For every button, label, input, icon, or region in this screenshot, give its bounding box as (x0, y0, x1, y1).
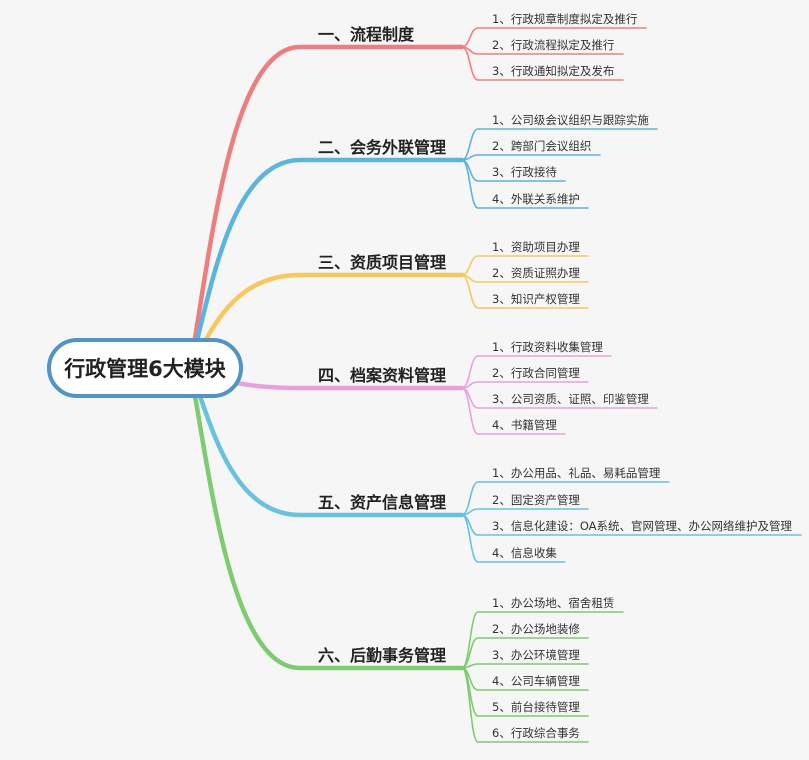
leaf-item[interactable]: 4、书籍管理 (492, 418, 557, 432)
leaf-item[interactable]: 2、资质证照办理 (492, 266, 580, 280)
leaf-item[interactable]: 4、公司车辆管理 (492, 674, 580, 688)
leaf-connector (461, 27, 647, 48)
leaf-item[interactable]: 2、行政流程拟定及推行 (492, 38, 615, 52)
leaf-item[interactable]: 1、公司级会议组织与跟踪实施 (492, 113, 649, 127)
leaf-item[interactable]: 1、行政资料收集管理 (492, 340, 603, 354)
leaf-item[interactable]: 2、固定资产管理 (492, 493, 580, 507)
leaf-item[interactable]: 6、行政综合事务 (492, 726, 580, 740)
leaf-connector (461, 159, 589, 209)
root-node[interactable]: 行政管理6大模块 (47, 338, 243, 398)
leaf-item[interactable]: 2、跨部门会议组织 (492, 139, 592, 153)
leaf-item[interactable]: 3、知识产权管理 (492, 292, 580, 306)
branch-connector (187, 365, 465, 671)
leaf-item[interactable]: 1、办公用品、礼品、易耗品管理 (492, 466, 661, 480)
branch-label[interactable]: 五、资产信息管理 (318, 493, 447, 512)
branch-label[interactable]: 三、资质项目管理 (318, 253, 447, 272)
root-label: 行政管理6大模块 (64, 357, 226, 381)
leaf-item[interactable]: 1、办公场地、宿舍租赁 (492, 596, 615, 610)
leaf-item[interactable]: 1、资助项目办理 (492, 240, 580, 254)
branch-label[interactable]: 六、后勤事务管理 (318, 646, 447, 665)
leaf-connector (461, 667, 589, 743)
branch-label[interactable]: 四、档案资料管理 (318, 366, 447, 385)
leaf-item[interactable]: 3、信息化建设：OA系统、官网管理、办公网络维护及管理 (492, 519, 793, 533)
leaf-connector (461, 154, 601, 161)
leaf-item[interactable]: 4、信息收集 (492, 546, 557, 560)
leaf-connector (461, 481, 670, 516)
leaf-connector (461, 514, 566, 563)
leaf-connector (461, 46, 624, 81)
leaf-connector (461, 387, 566, 435)
leaf-item[interactable]: 3、公司资质、证照、印鉴管理 (492, 392, 649, 406)
leaf-connector (461, 381, 589, 389)
leaf-connector (461, 663, 589, 669)
leaf-item[interactable]: 4、外联关系维护 (492, 192, 580, 206)
leaf-connector (461, 637, 589, 669)
leaf-connector (461, 255, 589, 276)
leaf-item[interactable]: 3、行政通知拟定及发布 (492, 64, 615, 78)
branch-connector (187, 157, 465, 371)
leaf-connector (461, 274, 589, 309)
leaf-item[interactable]: 3、行政接待 (492, 165, 557, 179)
leaf-item[interactable]: 3、办公环境管理 (492, 648, 580, 662)
branch-connector (187, 44, 465, 371)
leaf-connector (461, 508, 589, 516)
branch-label[interactable]: 一、流程制度 (318, 25, 415, 44)
leaf-item[interactable]: 2、办公场地装修 (492, 622, 580, 636)
leaf-item[interactable]: 2、行政合同管理 (492, 366, 580, 380)
leaf-connector (461, 128, 658, 161)
leaf-connector (461, 355, 612, 389)
branch-label[interactable]: 二、会务外联管理 (318, 138, 447, 157)
leaf-item[interactable]: 5、前台接待管理 (492, 700, 580, 714)
leaf-item[interactable]: 1、行政规章制度拟定及推行 (492, 12, 638, 26)
